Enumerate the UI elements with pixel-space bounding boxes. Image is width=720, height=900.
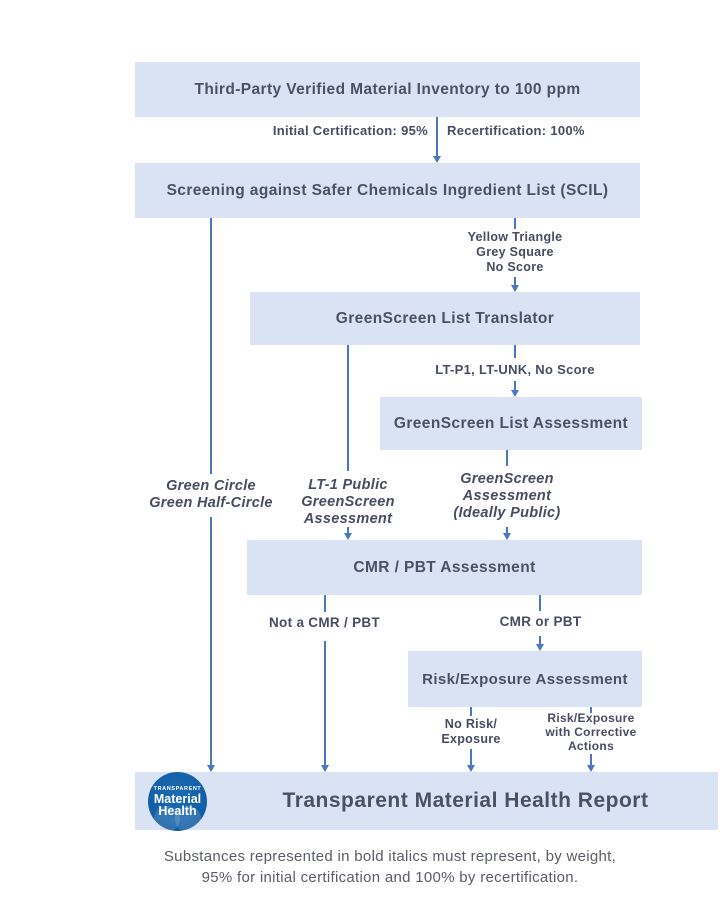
arrowhead-no-risk xyxy=(466,765,475,772)
arrowhead-scil-translator xyxy=(510,285,519,292)
logo-word-material: Material xyxy=(153,792,202,806)
label-not-a-cmr-pbt: Not a CMR / PBT xyxy=(269,615,380,630)
label-scil-outcomes: Yellow Triangle Grey Square No Score xyxy=(467,230,563,274)
footnote: Substances represented in bold italics m… xyxy=(60,847,720,888)
connector-lt1-lower xyxy=(347,527,349,534)
box-cmr-pbt-assessment: CMR / PBT Assessment xyxy=(247,540,642,595)
connector-gs-assessment-stub xyxy=(506,450,508,466)
box-risk-exposure-assessment: Risk/Exposure Assessment xyxy=(408,651,642,707)
label-greenscreen-assessment-path: GreenScreen Assessment (Ideally Public) xyxy=(453,471,561,521)
arrowhead-lt1 xyxy=(343,533,352,540)
arrowhead-cmr-or-pbt xyxy=(535,644,544,651)
box-risk-exposure-assessment-label: Risk/Exposure Assessment xyxy=(422,670,628,688)
box-material-inventory: Third-Party Verified Material Inventory … xyxy=(135,62,640,117)
connector-ltp1-stub xyxy=(514,345,516,358)
connector-not-cmr-upper xyxy=(324,595,326,612)
arrowhead-inventory-screening xyxy=(432,156,441,163)
label-recertification: Recertification: 100% xyxy=(447,123,585,138)
label-initial-certification: Initial Certification: 95% xyxy=(272,123,428,138)
box-list-assessment-label: GreenScreen List Assessment xyxy=(393,414,629,432)
box-list-assessment: GreenScreen List Assessment xyxy=(380,397,642,450)
label-translator-outcomes: LT-P1, LT-UNK, No Score xyxy=(435,362,595,377)
connector-cmr-or-pbt-lower xyxy=(539,636,541,645)
connector-gs-assessment-lower xyxy=(506,527,508,534)
arrowhead-ltp1 xyxy=(510,390,519,397)
arrowhead-not-cmr xyxy=(320,765,329,772)
label-risk-with-corrective-actions: Risk/Exposure with Corrective Actions xyxy=(545,711,637,753)
connector-green-path-lower xyxy=(210,517,212,765)
footnote-line-2: 95% for initial certification and 100% b… xyxy=(201,868,579,886)
arrowhead-gs-assessment xyxy=(502,533,511,540)
connector-scil-translator-stub xyxy=(514,218,516,229)
box-list-translator: GreenScreen List Translator xyxy=(250,292,640,345)
label-no-risk-exposure: No Risk/ Exposure xyxy=(441,717,501,746)
connector-no-risk-lower xyxy=(470,749,472,765)
connector-risk-corrective-stub xyxy=(590,707,592,713)
connector-not-cmr-lower xyxy=(324,641,326,765)
footnote-line-1: Substances represented in bold italics m… xyxy=(163,848,617,865)
transparent-material-health-logo: TRANSPARENT Material Health xyxy=(148,772,207,831)
connector-lt1-upper xyxy=(347,345,349,471)
connector-green-path-upper xyxy=(210,218,212,474)
arrowhead-risk-corrective xyxy=(586,765,595,772)
connector-ltp1-lower xyxy=(514,381,516,391)
box-list-translator-label: GreenScreen List Translator xyxy=(335,309,555,327)
box-transparent-report-label: Transparent Material Health Report xyxy=(282,789,649,812)
box-scil-screening-label: Screening against Safer Chemicals Ingred… xyxy=(166,181,609,199)
box-material-inventory-label: Third-Party Verified Material Inventory … xyxy=(194,80,581,98)
logo-word-health: Health xyxy=(158,804,197,818)
arrowhead-green-path xyxy=(206,765,215,772)
box-scil-screening: Screening against Safer Chemicals Ingred… xyxy=(135,163,640,218)
box-cmr-pbt-assessment-label: CMR / PBT Assessment xyxy=(353,558,536,576)
label-cmr-or-pbt: CMR or PBT xyxy=(499,614,582,629)
label-lt1-public-path: LT-1 Public GreenScreen Assessment xyxy=(301,477,395,527)
connector-cmr-or-pbt-stub xyxy=(539,595,541,611)
label-green-circle-path: Green Circle Green Half-Circle xyxy=(149,478,273,511)
connector-inventory-screening xyxy=(436,117,438,157)
box-transparent-report: Transparent Material Health Report xyxy=(135,772,718,830)
logo-word-transparent: TRANSPARENT xyxy=(153,786,202,792)
connector-scil-translator-lower xyxy=(514,277,516,286)
connector-no-risk-stub xyxy=(470,707,472,716)
connector-risk-corrective-lower xyxy=(590,754,592,765)
